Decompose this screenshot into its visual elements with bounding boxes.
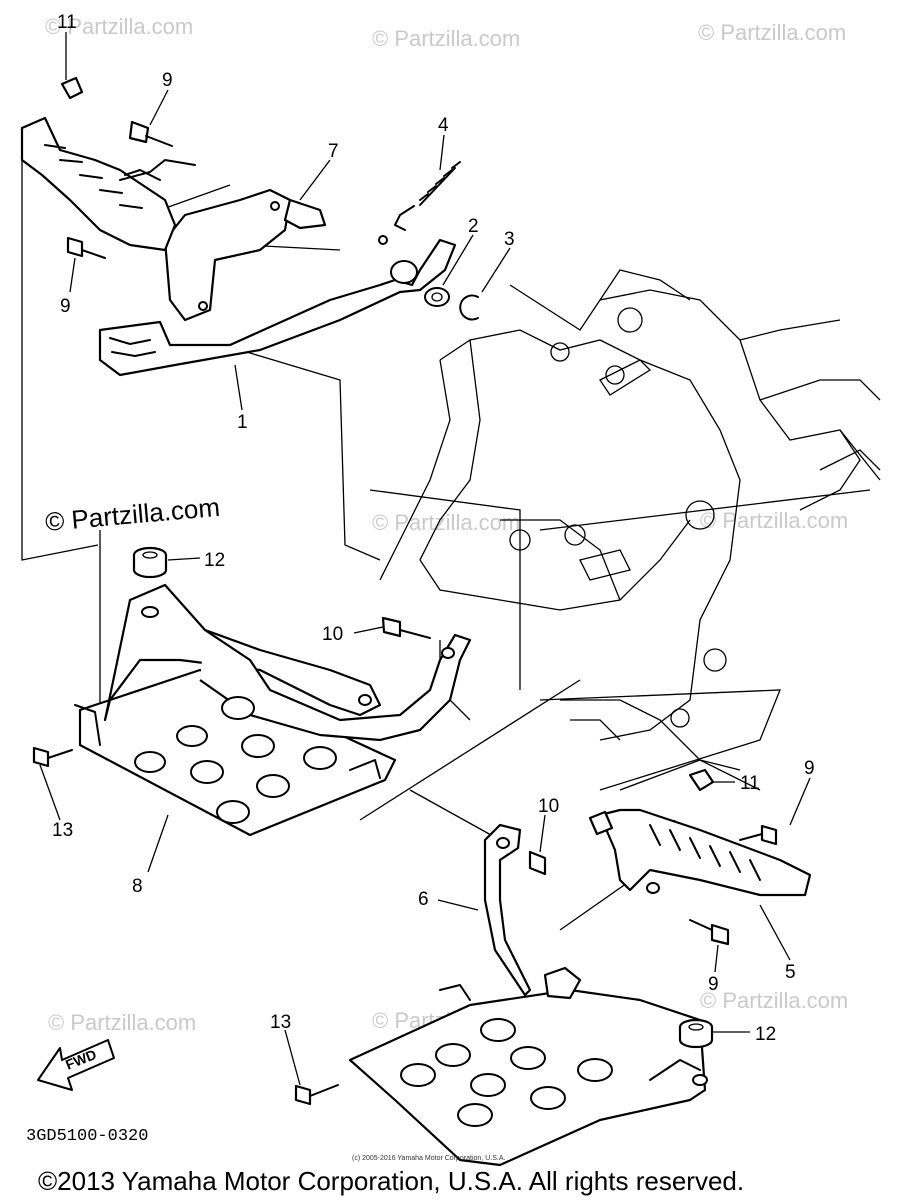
watermark: © Partzilla.com (45, 14, 193, 39)
nut-part (60, 76, 84, 100)
footpeg-left (20, 116, 196, 252)
watermark: © Partzilla.com (48, 1010, 196, 1035)
callout-leaders (39, 32, 811, 1086)
callout-11: 11 (57, 12, 77, 33)
grommet-part (132, 546, 168, 579)
callout-9: 9 (60, 296, 71, 317)
small-copyright-notice: (c) 2005-2016 Yamaha Motor Corporation, … (352, 1155, 505, 1162)
washer-part (424, 287, 450, 307)
callout-12: 12 (755, 1024, 776, 1045)
callout-2: 2 (468, 216, 479, 237)
bolt-part-13 (32, 746, 73, 768)
callout-9: 9 (162, 70, 173, 91)
bolt-part-13-lower (294, 1084, 339, 1106)
diagram-code: 3GD5100-0320 (26, 1127, 148, 1146)
watermark: © Partzilla.com (44, 492, 221, 537)
callout-6: 6 (418, 889, 429, 910)
callout-12: 12 (204, 550, 225, 571)
callout-13: 13 (270, 1012, 291, 1033)
callout-10: 10 (322, 624, 343, 645)
bolt-part-right (689, 824, 778, 946)
watermark: © Partzilla.com (372, 510, 520, 535)
callout-4: 4 (438, 115, 449, 136)
callout-9: 9 (804, 758, 815, 779)
callout-1: 1 (237, 412, 248, 433)
clip-part (459, 294, 479, 321)
nut-part-right (688, 768, 715, 792)
bolt-part (60, 76, 173, 259)
watermark: © Partzilla.com (700, 988, 848, 1013)
brake-pedal-part (98, 235, 457, 377)
callout-5: 5 (785, 962, 796, 983)
footpeg-right (588, 808, 812, 897)
watermark: © Partzilla.com (372, 26, 520, 51)
washer-hole (431, 292, 443, 302)
copyright-text: ©2013 Yamaha Motor Corporation, U.S.A. A… (38, 1166, 744, 1196)
frame-drawing (379, 269, 881, 771)
leader-lines (21, 150, 871, 931)
footrest-plate-left (74, 583, 472, 837)
callout-13: 13 (52, 820, 73, 841)
watermark: © Partzilla.com (700, 508, 848, 533)
bolt-part-10 (381, 616, 431, 639)
footrest-bracket-left (163, 188, 327, 322)
callout-10: 10 (538, 796, 559, 817)
return-spring-part (394, 161, 461, 231)
callout-11: 11 (740, 773, 760, 794)
watermark: © Partzilla.com (698, 20, 846, 45)
forward-arrow-icon: FWD (37, 1039, 115, 1091)
callout-7: 7 (328, 141, 339, 162)
callout-9: 9 (708, 974, 719, 995)
footrest-plate-right (348, 966, 708, 1167)
grommet-part-lower (678, 1018, 714, 1049)
footrest-bracket-right (483, 823, 547, 997)
callout-8: 8 (132, 876, 143, 897)
callout-3: 3 (504, 229, 515, 250)
